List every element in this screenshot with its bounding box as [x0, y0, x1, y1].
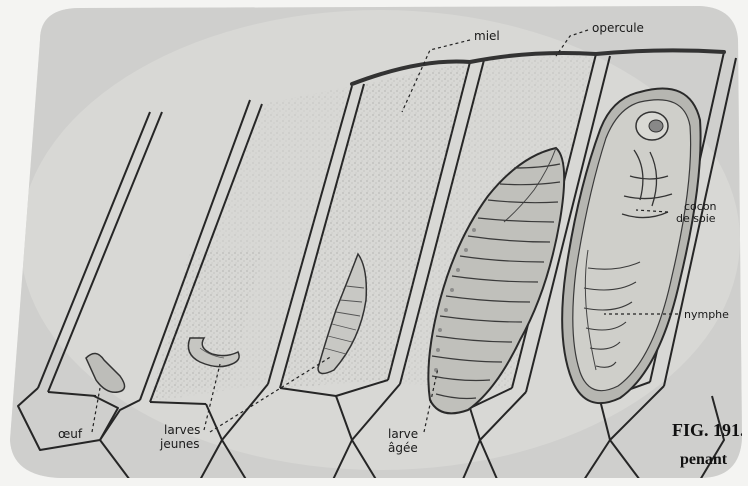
label-larves-line2: jeunes	[159, 437, 200, 451]
label-larves-line1: larves	[164, 423, 200, 437]
label-larve-line2: âgée	[388, 441, 418, 455]
label-larve-line1: larve	[388, 427, 418, 441]
label-opercule: opercule	[592, 21, 644, 35]
figure-caption-number: FIG. 191.	[672, 420, 745, 440]
label-nymphe: nymphe	[684, 308, 729, 321]
label-oeuf: œuf	[58, 427, 83, 441]
label-larve-agee: larve âgée	[388, 427, 422, 455]
label-miel: miel	[474, 29, 500, 43]
label-larves-jeunes: larves jeunes	[159, 423, 204, 451]
figure-caption-text: penant	[680, 451, 728, 468]
label-cocon-line2: de soie	[676, 212, 716, 225]
